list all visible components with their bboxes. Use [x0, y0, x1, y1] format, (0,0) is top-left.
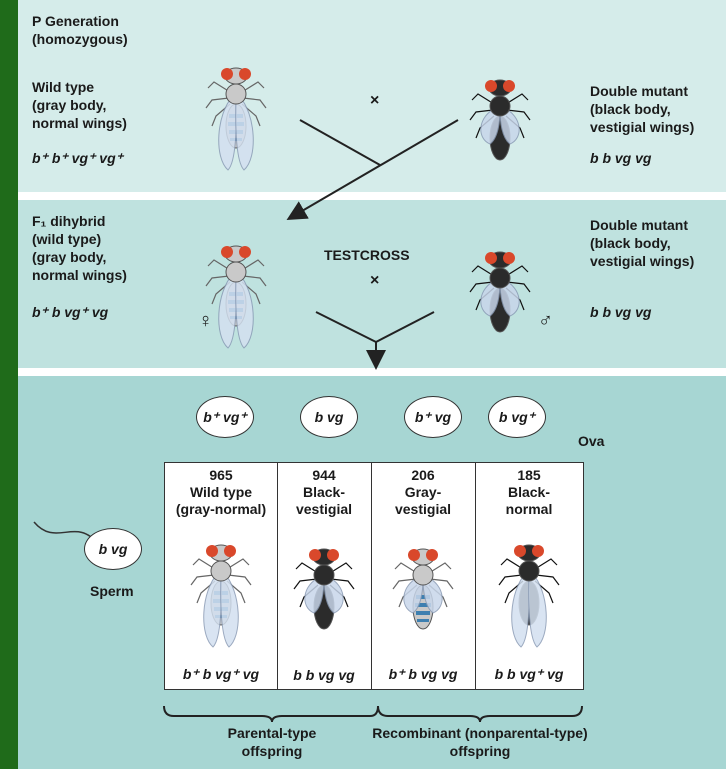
ova-bubble: b vg: [300, 396, 358, 438]
offspring-genotype: b b vg vg: [277, 667, 371, 683]
gray-normal-fly-icon: [191, 529, 251, 656]
black-vestigial-fly-icon: [470, 64, 530, 191]
offspring-genotype: b⁺ b vg vg: [371, 666, 475, 683]
offspring-genotype: b⁺ b vg⁺ vg: [165, 666, 277, 683]
offspring-cell: 185 Black- normal b b vg⁺ vg: [475, 463, 583, 689]
offspring-cell: 206 Gray- vestigial b⁺ b vg vg: [371, 463, 476, 689]
wild-type-fly-icon: [206, 52, 266, 179]
offspring-count: 185: [475, 467, 583, 484]
black-vestigial-fly-icon: [294, 533, 354, 660]
offspring-genotype: b b vg⁺ vg: [475, 666, 583, 683]
wild-type-fly-icon: [206, 230, 266, 357]
offspring-count: 206: [371, 467, 475, 484]
offspring-cell: 965 Wild type (gray-normal) b⁺ b vg⁺ vg: [165, 463, 278, 689]
black-normal-fly-icon: [499, 529, 559, 656]
ova-bubble: b vg⁺: [488, 396, 546, 438]
black-vestigial-fly-icon: [470, 236, 530, 363]
offspring-phenotype: Gray- vestigial: [371, 484, 475, 518]
offspring-grid: 965 Wild type (gray-normal) b⁺ b vg⁺ vg …: [164, 462, 584, 690]
diagram-frame: P Generation (homozygous) Wild type (gra…: [18, 0, 726, 769]
offspring-count: 944: [277, 467, 371, 484]
offspring-cell: 944 Black- vestigial b b vg vg: [277, 463, 372, 689]
ova-bubble: b⁺ vg: [404, 396, 462, 438]
recombinant-label: Recombinant (nonparental-type) offspring: [340, 724, 620, 760]
offspring-phenotype: Wild type (gray-normal): [165, 484, 277, 518]
offspring-count: 965: [165, 467, 277, 484]
sperm-bubble: b vg: [84, 528, 142, 570]
sperm-label: Sperm: [90, 582, 134, 600]
parental-type-label: Parental-type offspring: [208, 724, 336, 760]
ova-label: Ova: [578, 432, 604, 450]
ova-bubble: b⁺ vg⁺: [196, 396, 254, 438]
offspring-phenotype: Black- normal: [475, 484, 583, 518]
offspring-phenotype: Black- vestigial: [277, 484, 371, 518]
gray-vestigial-fly-icon: [393, 533, 453, 660]
